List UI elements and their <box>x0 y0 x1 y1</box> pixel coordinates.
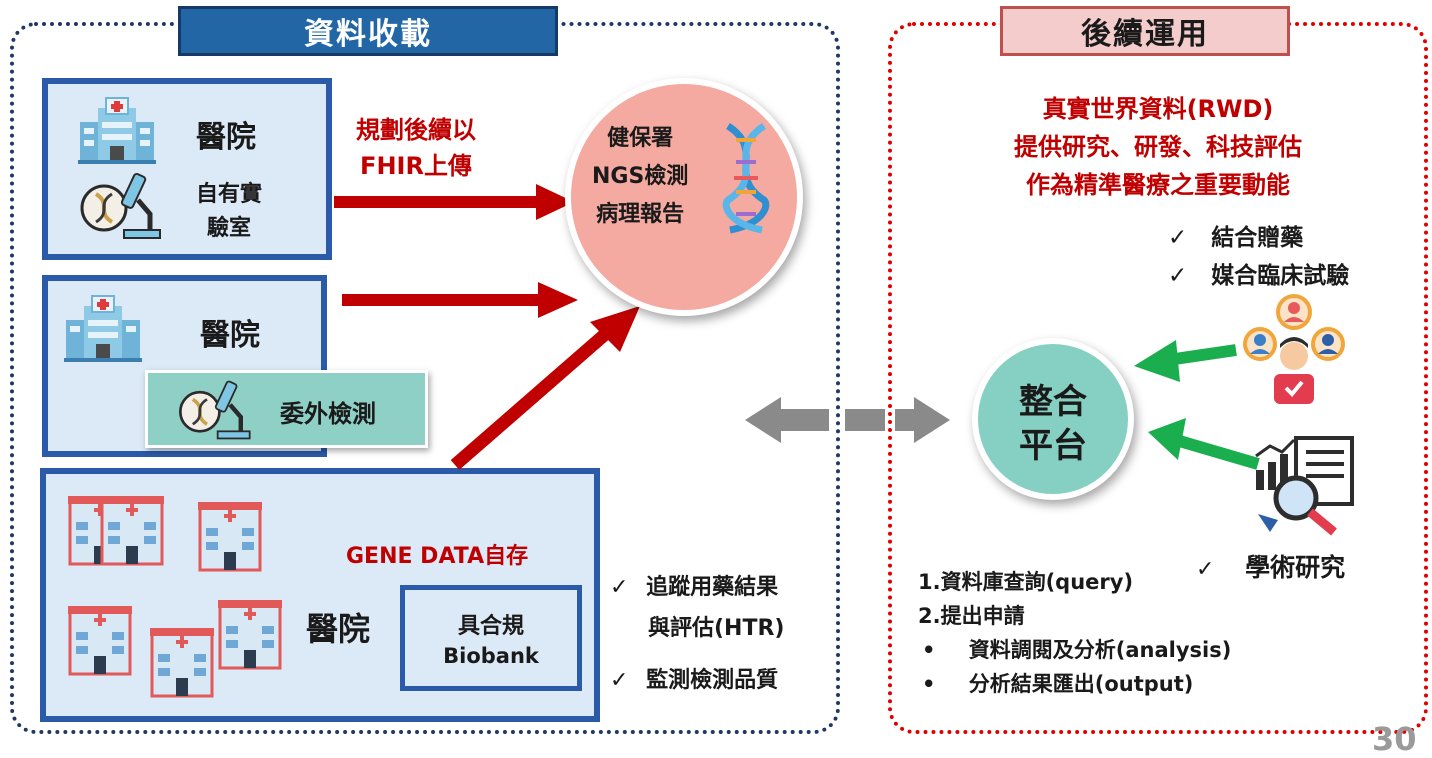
rwd-line2: 提供研究、研發、科技評估 <box>1014 133 1302 161</box>
quality-check: ✓ 監測檢測品質 <box>610 662 778 694</box>
check-icon: ✓ <box>610 668 629 693</box>
htr-check-line1: 追蹤用藥結果 <box>646 575 779 600</box>
hospital-label-3: 醫院 <box>306 610 371 648</box>
hospital-icon <box>64 295 142 362</box>
follow-up-title: 後續運用 <box>1000 6 1290 56</box>
rwd-line3: 作為精準醫療之重要動能 <box>1026 171 1290 199</box>
check-icon: ✓ <box>1196 557 1215 582</box>
bidirectional-arrow <box>745 397 950 443</box>
gift-drug-check: ✓ 結合贈藥 <box>1168 218 1303 252</box>
nhi-line1: 健保署 <box>607 126 674 151</box>
step-apply: 2.提出申請 <box>918 604 1025 628</box>
arrow-hospital2-to-nhi <box>342 282 578 318</box>
nhi-line3: 病理報告 <box>596 202 685 227</box>
microscope-icon <box>80 172 161 239</box>
bullet-icon: • <box>922 638 936 662</box>
lab-label: 自有實 驗室 <box>196 178 262 246</box>
htr-check-line2: 與評估(HTR) <box>648 616 785 641</box>
fhir-note-line2: FHIR上傳 <box>360 152 472 180</box>
arrow-people-to-platform <box>1134 340 1237 382</box>
htr-check-line2-row: 與評估(HTR) <box>648 610 784 642</box>
data-collection-title: 資料收載 <box>178 6 558 56</box>
check-icon: ✓ <box>1168 263 1188 289</box>
page-number: 30 <box>1372 720 1417 758</box>
hospital-box-1 <box>42 78 332 260</box>
hospital-label-2: 醫院 <box>200 318 260 353</box>
integration-platform-circle <box>972 338 1134 500</box>
fhir-note-line1: 規劃後續以 <box>356 116 476 144</box>
check-icon: ✓ <box>610 575 629 600</box>
hospital-cluster-icon <box>66 494 284 698</box>
platform-text: 整合 平台 <box>972 380 1134 468</box>
clinical-trial-check: ✓ 媒合臨床試驗 <box>1168 256 1349 290</box>
research-report-icon <box>1255 436 1354 536</box>
gift-drug-text: 結合贈藥 <box>1211 225 1304 251</box>
arrow-hospital3-to-nhi <box>450 306 640 470</box>
fhir-note: 規劃後續以 FHIR上傳 <box>356 112 476 184</box>
hospital-label-1: 醫院 <box>196 120 256 155</box>
academic-research-check: ✓ 學術研究 <box>1196 548 1345 584</box>
step-output-text: 分析結果匯出(output) <box>968 672 1194 696</box>
bullet-icon: • <box>922 672 936 696</box>
step-bullet-output: • 分析結果匯出(output) <box>922 668 1193 698</box>
htr-check: ✓ 追蹤用藥結果 <box>610 566 778 610</box>
lab-label-line1: 自有實 <box>196 182 263 207</box>
check-icon: ✓ <box>1168 225 1188 251</box>
microscope-icon <box>179 380 251 440</box>
biobank-line2: Biobank <box>443 644 539 668</box>
green-arrows <box>1134 340 1260 470</box>
dna-icon <box>722 123 770 234</box>
outsource-label: 委外檢測 <box>280 400 376 428</box>
hospital-icon <box>78 97 156 164</box>
step-query: 1.資料庫查詢(query) <box>918 570 1134 594</box>
biobank-line1: 具合規 <box>457 614 524 639</box>
nhi-line2: NGS檢測 <box>592 164 689 189</box>
step-analysis-text: 資料調閱及分析(analysis) <box>968 638 1232 662</box>
platform-line1: 整合 <box>1019 382 1087 422</box>
platform-line2: 平台 <box>1019 426 1087 466</box>
clinical-trial-text: 媒合臨床試驗 <box>1211 263 1350 289</box>
quality-check-text: 監測檢測品質 <box>646 668 779 693</box>
rwd-text: 真實世界資料(RWD) 提供研究、研發、科技評估 作為精準醫療之重要動能 <box>900 90 1416 204</box>
step-bullet-analysis: • 資料調閱及分析(analysis) <box>922 634 1231 664</box>
nhi-circle-text: 健保署 NGS檢測 病理報告 <box>592 120 688 234</box>
biobank-box: 具合規 Biobank <box>400 585 582 691</box>
people-network-icon <box>1243 294 1345 404</box>
lab-label-line2: 驗室 <box>207 216 252 241</box>
academic-research-text: 學術研究 <box>1245 553 1346 582</box>
arrow-research-to-platform <box>1148 418 1260 470</box>
upload-arrows <box>334 184 640 470</box>
rwd-line1: 真實世界資料(RWD) <box>1042 95 1274 123</box>
gene-data-label: GENE DATA自存 <box>346 544 529 569</box>
arrow-hospital1-to-nhi <box>334 184 574 220</box>
